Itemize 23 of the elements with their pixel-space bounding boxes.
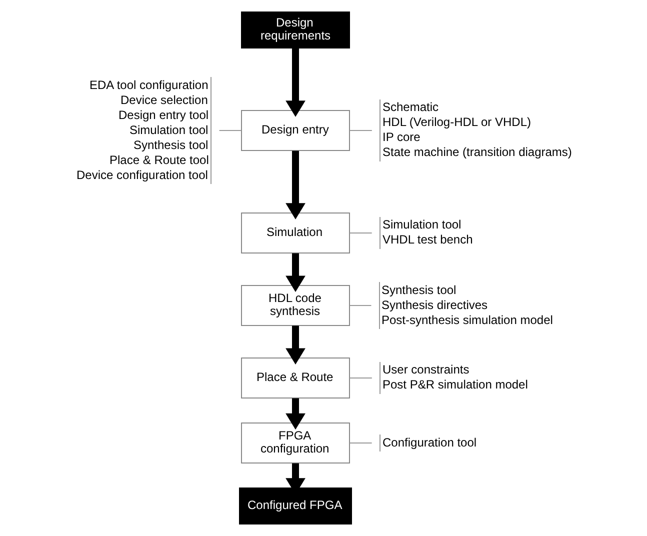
node-box: FPGA configuration — [241, 422, 350, 464]
node-box: HDL code synthesis — [241, 285, 350, 326]
node-box: Design requirements — [241, 12, 350, 48]
connector — [218, 130, 242, 131]
arrow — [286, 253, 306, 292]
connector — [349, 305, 372, 306]
connector — [349, 232, 372, 234]
arrow — [286, 48, 306, 117]
node-box: Simulation — [241, 212, 350, 254]
node-text: Configuration tool — [382, 436, 477, 450]
connector — [349, 130, 372, 131]
node-text: User constraints Post P&R simulation model — [382, 362, 528, 392]
arrow — [286, 326, 306, 364]
node-text: EDA tool configuration Device selection Design entry tool Simulation tool Synthesis tool Place & Route tool Device configuration tool — [76, 78, 209, 182]
node-text: Synthesis tool Synthesis directives Post-synthesis simulation model — [382, 283, 553, 328]
node-box: Design entry — [241, 110, 350, 151]
connector — [349, 442, 372, 444]
node-box: Configured FPGA — [239, 488, 352, 524]
arrow — [286, 398, 306, 430]
node-text: Schematic HDL (Verilog-HDL or VHDL) IP core State machine (transition diagrams) — [382, 100, 572, 160]
arrow — [286, 150, 306, 220]
node-box: Place & Route — [241, 358, 350, 398]
node-text: Simulation tool VHDL test bench — [382, 218, 473, 247]
